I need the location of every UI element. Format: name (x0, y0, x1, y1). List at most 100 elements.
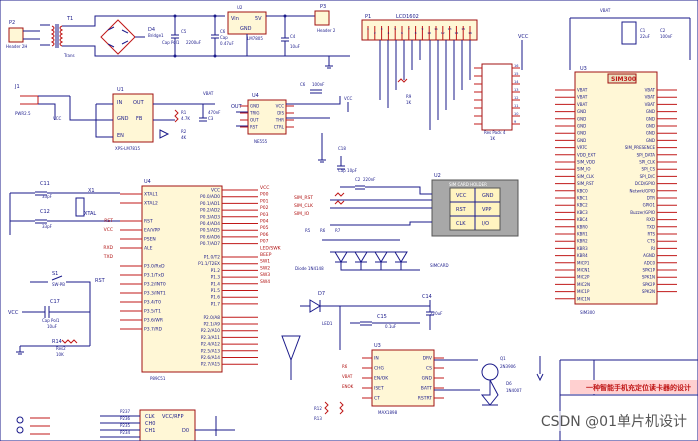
r1-value: 4.7K (181, 116, 190, 121)
mcu-right-net-label: BEEP (260, 252, 272, 258)
mcu-right-pin-label: P0.2/AD2 (200, 208, 220, 214)
sim-right-pin-label: AGND (643, 253, 655, 258)
mcu-left-net-label: TXD (103, 254, 114, 260)
sim-right-pin-label: CTS (647, 239, 655, 244)
d4-value: Bridge1 (148, 33, 164, 38)
xps-in: IN (117, 100, 122, 106)
timer-c6-ref: C6 (300, 82, 306, 87)
charger-net-label: VBAT (342, 374, 353, 379)
lcd-pin-label: 12 (441, 31, 445, 35)
mcu-right-pin-label: P0.5/AD5 (200, 228, 220, 234)
c5-value: 2200uF (186, 40, 202, 45)
mcu-left-pins: XTAL1XTAL2RSTEA/VPPPSENALEP3.0/RxDP3.1/T… (120, 192, 166, 333)
sim-left-pin-label: GND (577, 131, 586, 136)
d7-ref: D7 (318, 291, 325, 297)
ps-vcc: VCC (53, 116, 62, 121)
simcard-r7: R7 (335, 228, 341, 233)
sensor-triangle (281, 335, 301, 362)
lcd-pin-label: 14 (454, 31, 458, 35)
sim-left-pin-label: MICP1 (577, 260, 590, 265)
sim-left-pin-label: KBR2 (577, 239, 588, 244)
sim-right-pin-label: SPI_CS (642, 167, 656, 172)
c15-ref: C15 (377, 314, 387, 320)
mcu-right-pin-label: P1.2 (211, 268, 221, 274)
mcu-right-pin-label: P1.5 (211, 288, 221, 294)
mcu-left-pin-label: XTAL1 (144, 192, 158, 198)
simcard-diode: Diode 1N4148 (295, 266, 324, 271)
p2-value: Header 2H (6, 44, 27, 49)
sim-left-pin-label: MIC1N (577, 296, 590, 301)
mcu-left-net-label: RXD (103, 245, 113, 251)
sim-right-pin-label: GND (646, 124, 655, 129)
c14-value: 220uF (430, 311, 443, 316)
mcu-right-pin-label: P1.4 (211, 281, 221, 287)
lcd-name: LCD1602 (396, 14, 419, 20)
sim-left-pin-label: VBAT (577, 88, 588, 93)
sim-right-pin-label: Buzzer/GPIO (630, 210, 655, 215)
reset-section: S1 SW-PB RST VCC C17 Cap Pol1 10uF R14 R… (8, 271, 106, 357)
c11-value: 33pF (42, 194, 53, 199)
sim-right-pin-label: RI (651, 246, 655, 251)
sim-left-pin-label: VBAT (577, 102, 588, 107)
lcd-pin-label: 5 (394, 27, 396, 31)
res-pack-pin-num: 14 (514, 80, 519, 84)
xps-chip (112, 93, 154, 143)
timer-name: NE555 (254, 139, 268, 144)
timer-chip (247, 99, 287, 135)
r2-value: 4K (181, 135, 187, 140)
lcd-header (361, 19, 478, 41)
mcu-right-pin-label: P0.4/AD4 (200, 221, 220, 227)
reset-s1-ref: S1 (52, 271, 58, 277)
d1-diode (159, 129, 170, 139)
sim-left-pin-label: KBC4 (577, 217, 588, 222)
c3-value: 470nF (208, 110, 221, 115)
c14-ref: C14 (422, 294, 432, 300)
lcd-pin-label: 8 (415, 31, 417, 35)
x1-value: XTAL (84, 211, 96, 217)
sim-left-pins: VBATVBATVBATGNDGNDGNDGNDGNDVRTCVDD_EXTSI… (555, 88, 596, 301)
xps-fb: FB (136, 116, 143, 122)
xps-out: OUT (133, 100, 145, 106)
mcu-right-net-label: P05 (260, 225, 269, 231)
c17-value: Cap Pol1 (42, 318, 60, 323)
p3-connector (314, 10, 330, 26)
c1-cap (621, 21, 637, 45)
charger-right-pin: CS (426, 366, 432, 372)
sim-right-pin-label: ADC0 (644, 260, 656, 265)
c18-ref: C18 (338, 146, 346, 151)
mcu-right-net-label: P02 (260, 205, 269, 211)
u5-pin-clk: CLK (145, 414, 155, 420)
reg-gnd: GND (240, 26, 252, 32)
sim-left-pin-label: SIM_IO (577, 167, 591, 172)
reset-vcc: VCC (8, 310, 19, 316)
timer-right-pin: CTRL (274, 125, 285, 130)
sim-left-pin-label: GND (577, 109, 586, 114)
sim-right-pin-label: DTR (647, 196, 656, 201)
charger-left-pin: CHG (374, 366, 385, 372)
rp-name: Res Pack 4 (484, 130, 506, 135)
sim-left-pin-label: MICN1 (577, 268, 590, 273)
u5-pin-ch0: CH0 (145, 421, 155, 427)
u5-vccrfp: VCC/RFP (162, 414, 183, 420)
mcu-left-pin-label: P3.2/INT0 (144, 282, 166, 288)
bottom-left-section: CLK CH0 CH1 D0 VCC/RFP P237 P236 P235 P2… (16, 409, 235, 441)
timer-left-pin: GND (250, 104, 259, 109)
lcd-pin-label: 11 (434, 27, 438, 31)
u5-pin-ch1: CH1 (145, 428, 155, 434)
mcu-right-pin-label: P2.4/A12 (201, 342, 221, 348)
bridge-rectifier (100, 19, 136, 55)
c6-value: 0.47uF (220, 41, 234, 46)
r1-resistor (174, 109, 179, 123)
mcu-left-pin-label: RST (144, 219, 153, 225)
mcu-left-pin-label: EA/VPP (144, 228, 160, 234)
simcard-c2-ref: C2 (355, 177, 361, 182)
mcu-right-pin-label: P0.6/AD6 (200, 234, 220, 240)
c11-ref: C11 (40, 181, 50, 187)
u5-net-0: P237 (120, 409, 131, 414)
sim-right-pin-label: GND (646, 116, 655, 121)
